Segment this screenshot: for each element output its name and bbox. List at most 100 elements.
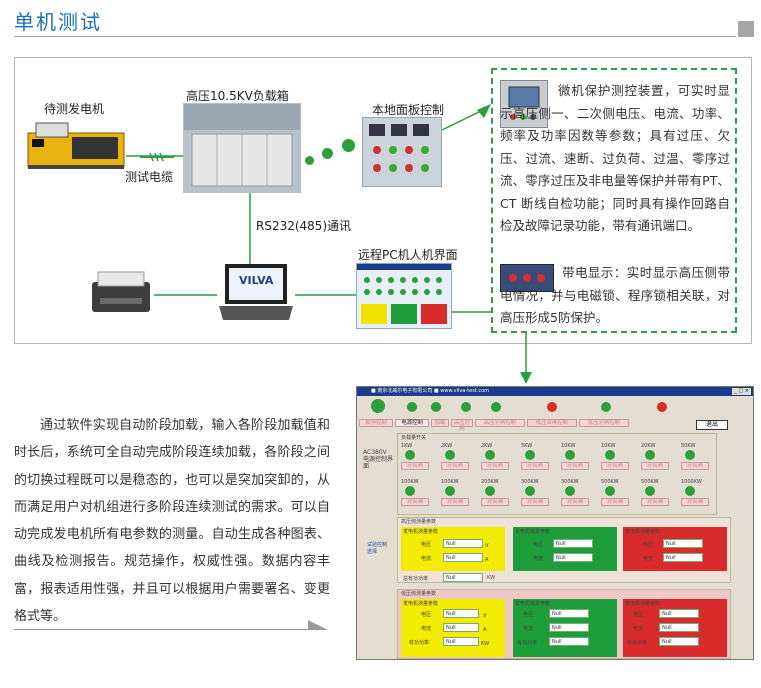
lv-green-power-field: Null bbox=[549, 637, 589, 646]
load-value-label: 2KW bbox=[441, 443, 453, 449]
hv-green-sub-title: 发电机测量参数 bbox=[515, 529, 551, 535]
load-switch-button[interactable]: 分合闸 bbox=[481, 498, 509, 506]
load-status-led bbox=[485, 486, 495, 496]
status-led bbox=[407, 402, 417, 412]
system-diagram-frame bbox=[14, 57, 752, 344]
status-led bbox=[491, 402, 501, 412]
load-value-label: 500KW bbox=[601, 479, 619, 485]
laptop-image: VILVA bbox=[217, 262, 295, 322]
lv-current-field: Null bbox=[443, 623, 479, 632]
protection-device-image bbox=[500, 80, 548, 128]
signal-dot bbox=[342, 139, 355, 152]
laptop-brand: VILVA bbox=[239, 274, 274, 287]
load-switch-button[interactable]: 分合闸 bbox=[601, 498, 629, 506]
window-controls[interactable]: _ □ × bbox=[732, 388, 751, 395]
load-switch-button[interactable]: 分合闸 bbox=[441, 498, 469, 506]
signal-dot bbox=[305, 156, 314, 165]
feature-description: 通过软件实现自动阶段加载，输入各阶段加载值和时长后，系统可全自动完成阶段连续加载… bbox=[14, 418, 330, 625]
load-value-label: 50KW bbox=[681, 443, 696, 449]
hv-red-voltage-field: Null bbox=[663, 539, 703, 548]
window-titlebar: ■ 南京北威尔电子有限公司 ■ www.vilva-test.com _ □ × bbox=[357, 387, 753, 396]
lv-current-label: 电流 bbox=[421, 626, 432, 632]
toolbar-start-button[interactable]: 启停控制 bbox=[359, 419, 393, 427]
load-switch-button[interactable]: 分合闸 bbox=[641, 498, 669, 506]
load-switch-button[interactable]: 分合闸 bbox=[561, 498, 589, 506]
protection-info-box bbox=[491, 68, 737, 333]
load-switch-button[interactable]: 分合闸 bbox=[481, 462, 509, 470]
load-status-led bbox=[405, 450, 415, 460]
lv-red-voltage-field: Null bbox=[659, 609, 699, 618]
hv-current-label: 电流 bbox=[421, 556, 432, 562]
local-panel-image bbox=[362, 117, 442, 187]
lv-green-voltage-label: 电压 bbox=[523, 612, 534, 618]
active-power-label: 总有功功率 bbox=[403, 576, 429, 582]
software-window: ■ 南京北威尔电子有限公司 ■ www.vilva-test.com _ □ ×… bbox=[356, 386, 754, 660]
lv-current-unit: A bbox=[483, 627, 487, 633]
load-switch-button[interactable]: 分合闸 bbox=[521, 498, 549, 506]
load-value-label: 5KW bbox=[521, 443, 533, 449]
hv-voltage-field: Null bbox=[443, 539, 483, 548]
load-switch-button[interactable]: 分合闸 bbox=[521, 462, 549, 470]
hv-panel-yellow bbox=[401, 527, 505, 571]
lv-voltage-label: 电压 bbox=[421, 612, 432, 618]
toolbar-lv-close-button[interactable]: 低压合闸控制 bbox=[527, 419, 577, 427]
active-power-unit: KW bbox=[487, 575, 496, 581]
exit-button[interactable]: 退出 bbox=[696, 420, 728, 430]
status-led bbox=[461, 402, 471, 412]
toolbar-load-button[interactable]: 加载 bbox=[431, 419, 449, 427]
lv-group-title: 低压侧测量参数 bbox=[401, 591, 437, 597]
load-status-led bbox=[565, 486, 575, 496]
hv-group-title: 高压侧测量参数 bbox=[401, 519, 437, 525]
lv-green-sub-title: 发电机测量参数 bbox=[515, 601, 551, 607]
signal-dot bbox=[322, 148, 333, 159]
description-divider bbox=[14, 629, 314, 630]
load-switch-button[interactable]: 分合闸 bbox=[401, 462, 429, 470]
charge-display-image bbox=[500, 264, 554, 292]
hv-green-current-label: 电流 bbox=[533, 556, 544, 562]
cable-label: 测试电缆 bbox=[125, 170, 174, 184]
load-value-label: 2KW bbox=[481, 443, 493, 449]
load-switch-button[interactable]: 分合闸 bbox=[401, 498, 429, 506]
lv-red-voltage-label: 电压 bbox=[633, 612, 644, 618]
load-status-led bbox=[645, 450, 655, 460]
toolbar-hv-open-control-button[interactable]: 高压分闸控制 bbox=[475, 419, 525, 427]
lv-red-power-field: Null bbox=[659, 637, 699, 646]
lv-red-sub-title: 发电机测量参数 bbox=[625, 601, 661, 607]
toolbar-lv-open-button[interactable]: 低压分闸控制 bbox=[579, 419, 629, 427]
load-value-label: 1KW bbox=[401, 443, 413, 449]
active-power-field: Null bbox=[443, 573, 483, 582]
load-value-label: 10KW bbox=[601, 443, 616, 449]
load-switch-button[interactable]: 分合闸 bbox=[441, 462, 469, 470]
load-status-led bbox=[485, 450, 495, 460]
lv-red-power-label: 有功功率 bbox=[627, 640, 648, 646]
cable-symbol bbox=[140, 151, 174, 165]
remote-pc-label: 远程PC机人机界面 bbox=[358, 248, 458, 262]
generator-image bbox=[26, 119, 126, 171]
loadbox-label: 高压10.5KV负载箱 bbox=[186, 89, 289, 103]
panel-label: 本地面板控制 bbox=[372, 103, 445, 117]
load-status-led bbox=[685, 450, 695, 460]
load-value-label: 1000KW bbox=[681, 479, 702, 485]
toolbar-power-button[interactable]: 电源控制 bbox=[395, 419, 429, 427]
load-value-label: 20KW bbox=[641, 443, 656, 449]
generator-label: 待测发电机 bbox=[44, 102, 105, 116]
toolbar-hv-open-button[interactable]: 高压分闸 bbox=[451, 419, 473, 432]
load-switch-button[interactable]: 分合闸 bbox=[641, 462, 669, 470]
lv-sub-title: 发电机测量参数 bbox=[403, 601, 439, 607]
load-switch-button[interactable]: 分合闸 bbox=[561, 462, 589, 470]
load-switch-button[interactable]: 分合闸 bbox=[681, 498, 709, 506]
pc-ui-thumbnail bbox=[356, 263, 452, 329]
load-value-label: 200KW bbox=[481, 479, 499, 485]
load-value-label: 10KW bbox=[561, 443, 576, 449]
title-divider bbox=[14, 36, 736, 37]
hv-red-current-label: 电流 bbox=[643, 556, 654, 562]
load-status-led bbox=[605, 450, 615, 460]
lv-green-power-label: 有功功率 bbox=[517, 640, 538, 646]
load-switch-button[interactable]: 分合闸 bbox=[601, 462, 629, 470]
load-group-title: 负载量开关 bbox=[401, 435, 427, 441]
load-switch-group bbox=[397, 433, 717, 515]
lv-green-current-field: Null bbox=[549, 623, 589, 632]
arrow-icon bbox=[308, 620, 328, 630]
load-value-label: 100KW bbox=[401, 479, 419, 485]
load-switch-button[interactable]: 分合闸 bbox=[681, 462, 709, 470]
